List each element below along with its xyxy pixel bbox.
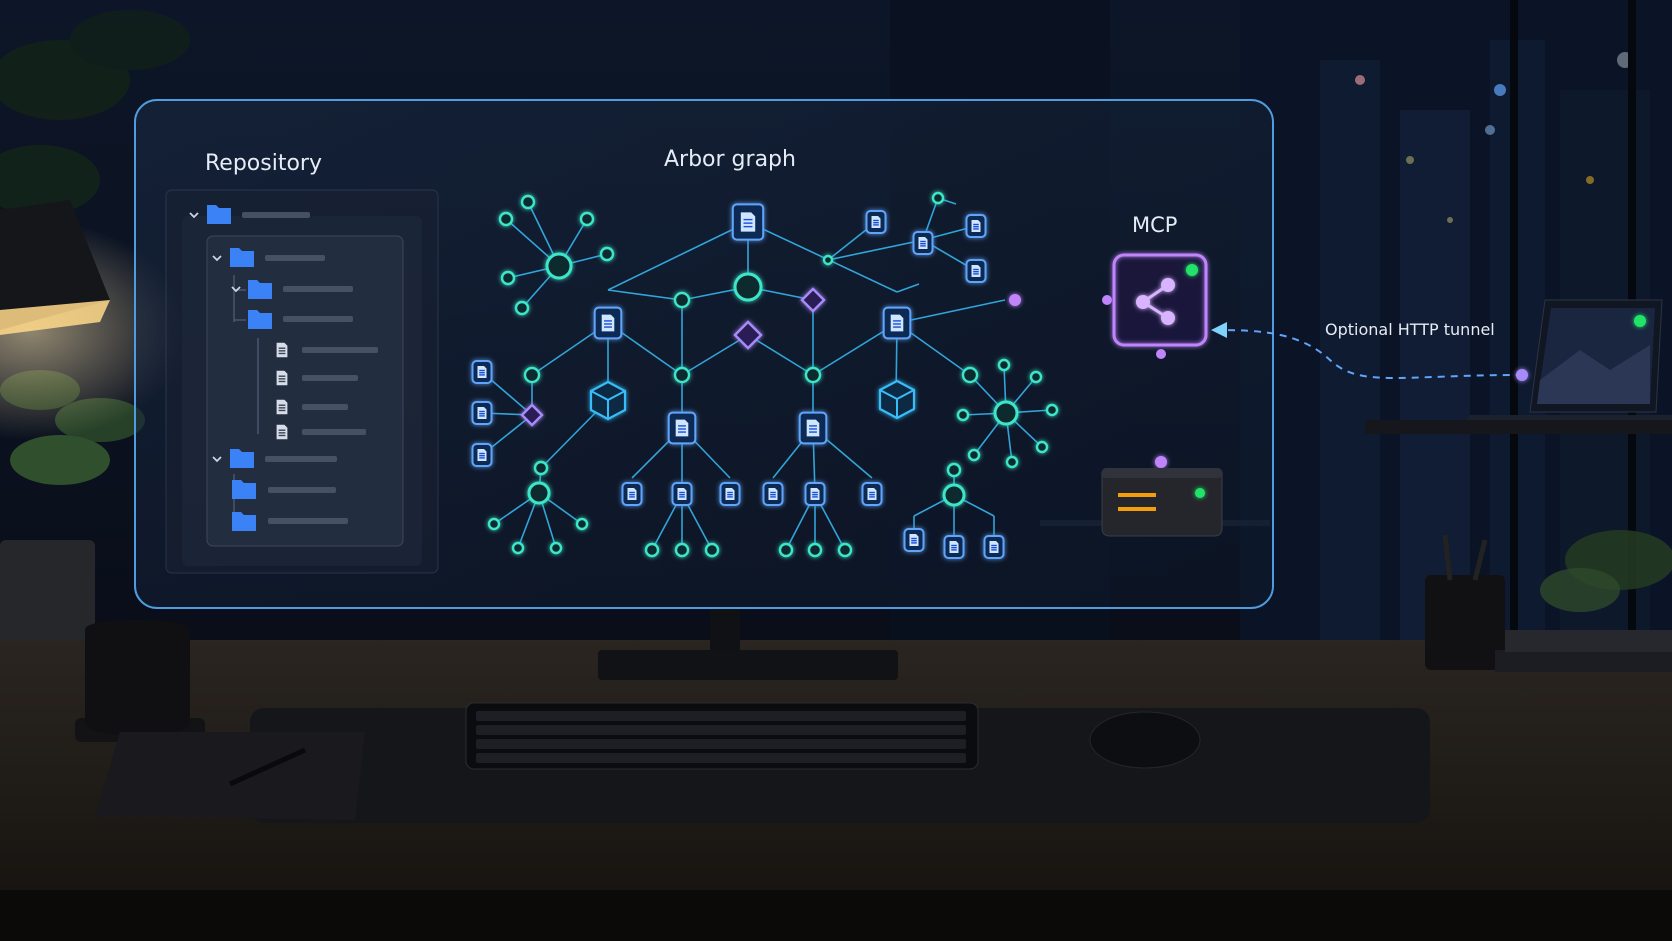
- monitor-stand: [598, 650, 898, 680]
- graph-title: Arbor graph: [664, 147, 796, 172]
- graph-node: [514, 300, 530, 316]
- file-icon: [965, 259, 987, 283]
- file-icon: [798, 411, 828, 445]
- graph-node: [498, 211, 514, 227]
- file-icon: [471, 443, 493, 467]
- file-icon: [276, 342, 288, 358]
- file-icon: [621, 482, 643, 506]
- graph-node: [1035, 440, 1049, 454]
- graph-node: [946, 462, 962, 478]
- mcp-box: [1112, 253, 1208, 347]
- folder-icon: [230, 449, 254, 468]
- chevron-down-icon: [231, 286, 241, 293]
- graph-node: [575, 517, 589, 531]
- graph-node: [807, 542, 823, 558]
- graph-node: [579, 211, 595, 227]
- file-icon: [276, 399, 288, 415]
- file-icon: [943, 535, 965, 559]
- file-icon: [965, 214, 987, 238]
- mcp-connectors: [1009, 294, 1528, 468]
- repository-tree-icons: [189, 205, 378, 531]
- folder-icon: [248, 310, 272, 329]
- file-icon: [903, 528, 925, 552]
- graph-node: [778, 542, 794, 558]
- file-icon: [912, 231, 934, 255]
- graph-node: [822, 254, 834, 266]
- repository-title: Repository: [205, 151, 322, 176]
- graph-node: [533, 460, 549, 476]
- folder-icon: [232, 480, 256, 499]
- folder-icon: [207, 205, 231, 224]
- graph-node: [487, 517, 501, 531]
- graph-node: [837, 542, 853, 558]
- graph-node: [599, 246, 615, 262]
- repository-tree: [165, 189, 439, 574]
- cube-icon: [589, 380, 627, 421]
- keyboard: [465, 702, 979, 770]
- graph-node: [523, 366, 541, 384]
- graph-node: [673, 291, 691, 309]
- chevron-down-icon: [189, 212, 199, 219]
- graph-node: [674, 542, 690, 558]
- graph-node: [942, 483, 966, 507]
- tunnel-label: Optional HTTP tunnel: [1325, 320, 1495, 339]
- file-icon: [276, 424, 288, 440]
- graph-node: [997, 358, 1011, 372]
- file-icon: [471, 401, 493, 425]
- graph-node: [500, 270, 516, 286]
- graph-node: [1029, 370, 1043, 384]
- notebook: [95, 732, 365, 820]
- graph-node: [511, 541, 525, 555]
- graph-node: [1045, 403, 1059, 417]
- file-icon: [276, 370, 288, 386]
- file-icon: [882, 306, 912, 340]
- graph-node: [931, 191, 945, 205]
- graph-node: [673, 366, 691, 384]
- file-icon: [804, 482, 826, 506]
- file-icon: [471, 360, 493, 384]
- file-icon: [983, 535, 1005, 559]
- file-icon: [719, 482, 741, 506]
- graph-node: [549, 541, 563, 555]
- file-icon: [731, 203, 765, 241]
- graph-node: [967, 448, 981, 462]
- diamond-node: [800, 287, 826, 313]
- folder-icon: [232, 512, 256, 531]
- folder-icon: [230, 248, 254, 267]
- cube-icon: [878, 379, 916, 420]
- graph-node: [527, 481, 551, 505]
- share-icon: [1136, 278, 1175, 325]
- mcp-title: MCP: [1132, 213, 1177, 237]
- graph-node: [1005, 455, 1019, 469]
- mouse: [1089, 711, 1201, 769]
- chevron-down-icon: [212, 255, 222, 262]
- graph-node: [520, 194, 536, 210]
- graph-node: [545, 252, 573, 280]
- file-icon: [865, 210, 887, 234]
- file-icon: [593, 306, 623, 340]
- chevron-down-icon: [212, 456, 222, 463]
- graph-node: [993, 400, 1019, 426]
- graph-node: [804, 366, 822, 384]
- file-icon: [861, 482, 883, 506]
- folder-icon: [248, 280, 272, 299]
- server-device: [1101, 468, 1223, 537]
- graph-node: [733, 272, 763, 302]
- pen-cup: [1425, 575, 1505, 670]
- file-icon: [762, 482, 784, 506]
- file-icon: [671, 482, 693, 506]
- graph-node: [956, 408, 970, 422]
- mug: [85, 620, 190, 735]
- graph-node: [644, 542, 660, 558]
- diamond-node: [733, 320, 763, 350]
- graph-node: [704, 542, 720, 558]
- graph-node: [961, 366, 979, 384]
- file-icon: [667, 411, 697, 445]
- diamond-node: [520, 403, 544, 427]
